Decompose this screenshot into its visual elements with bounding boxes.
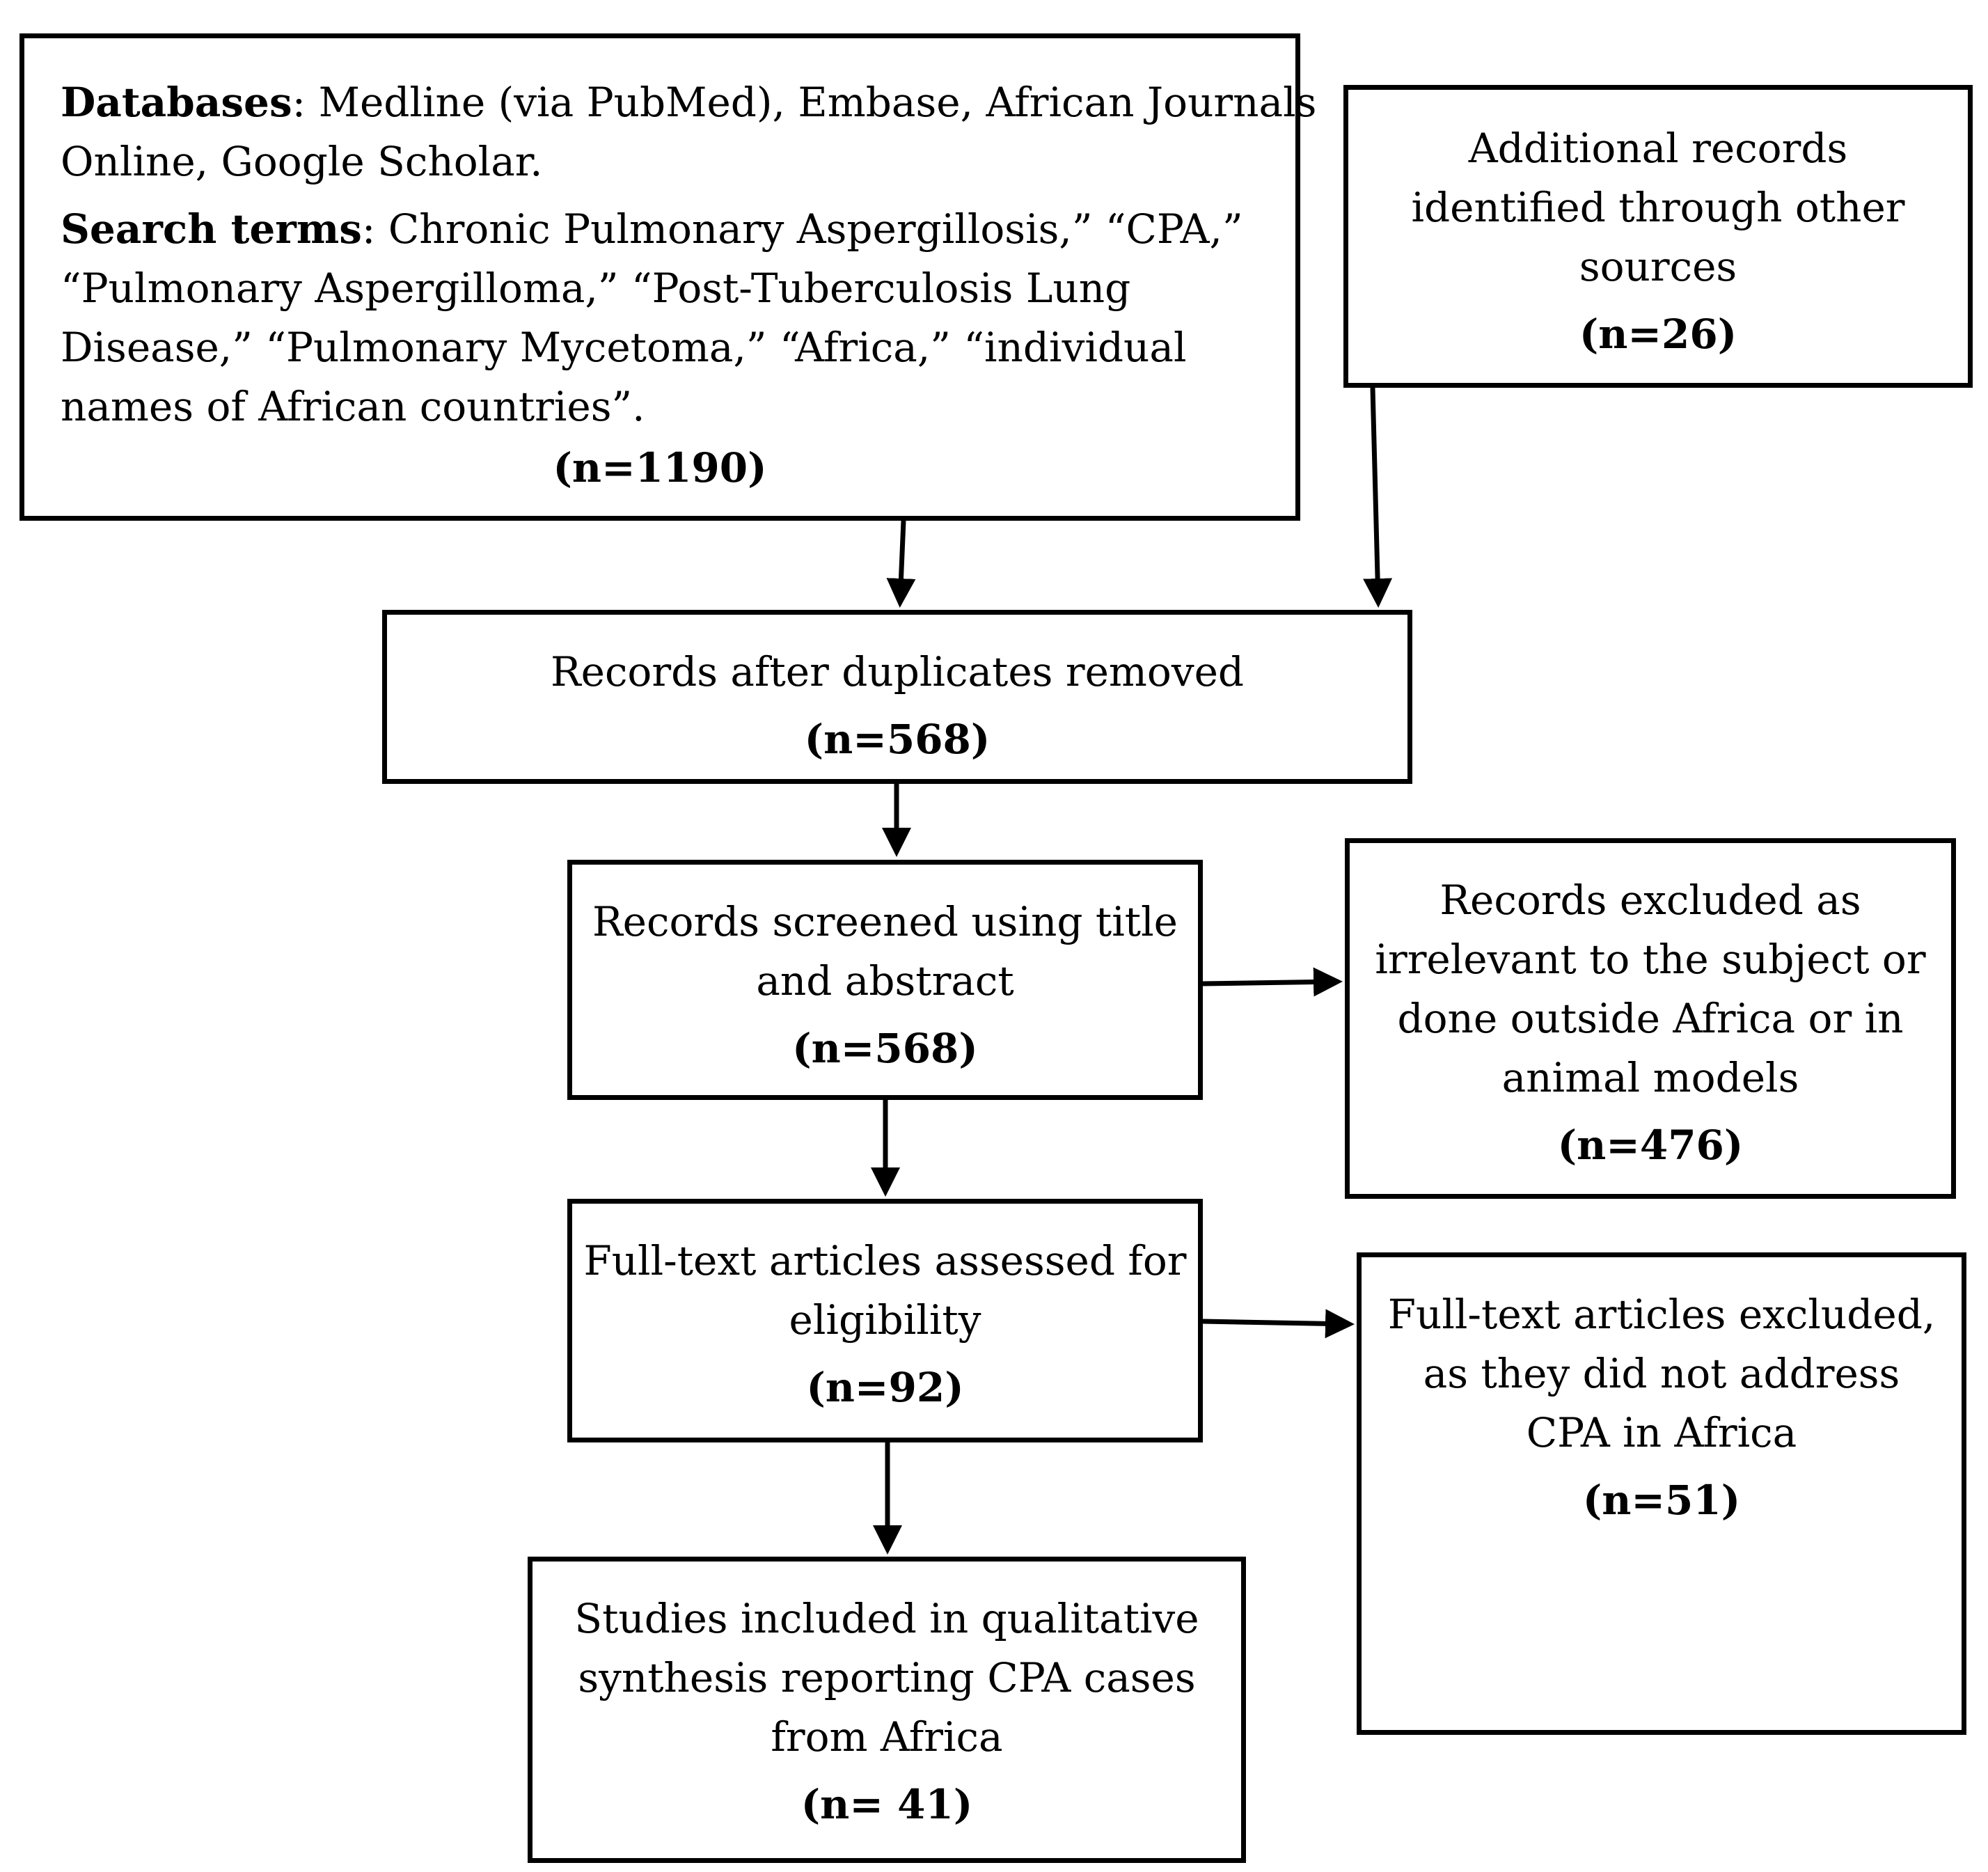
- additional-records-line-2: identified through other: [1411, 184, 1905, 231]
- studies-included-line-2: synthesis reporting CPA cases: [578, 1654, 1196, 1701]
- arrow-additional-to-duplicates: [1363, 387, 1393, 608]
- records-excluded-line-4: animal models: [1501, 1054, 1799, 1101]
- databases-count: (n=1190): [553, 444, 767, 491]
- additional-records-count: (n=26): [1579, 310, 1737, 358]
- full-text-assessed-line-1: Full-text articles assessed for: [583, 1237, 1187, 1284]
- studies-included-line-1: Studies included in qualitative: [574, 1595, 1199, 1642]
- databases-label: Databases: [61, 79, 292, 126]
- arrow-full-text-to-excluded: [1202, 1309, 1355, 1339]
- duplicates-removed-line-1: Records after duplicates removed: [550, 648, 1245, 695]
- search-terms-line-1: : Chronic Pulmonary Aspergillosis,” “CPA…: [361, 205, 1243, 253]
- duplicates-removed-box: Records after duplicates removed (n=568): [382, 610, 1412, 784]
- arrow-screened-to-excluded: [1202, 967, 1343, 997]
- studies-included-count: (n= 41): [800, 1781, 973, 1828]
- databases-line-2: Online, Google Scholar.: [61, 138, 543, 185]
- additional-records-box: Additional records identified through ot…: [1343, 85, 1973, 388]
- records-screened-count: (n=568): [792, 1025, 978, 1072]
- databases-box: Databases: Medline (via PubMed), Embase,…: [19, 33, 1316, 521]
- studies-included-line-3: from Africa: [771, 1713, 1003, 1761]
- databases-list: : Medline (via PubMed), Embase, African …: [292, 79, 1317, 126]
- full-text-excluded-line-3: CPA in Africa: [1526, 1409, 1797, 1456]
- records-screened-line-2: and abstract: [756, 957, 1014, 1005]
- search-terms-label: Search terms: [61, 205, 362, 253]
- full-text-excluded-box: Full-text articles excluded, as they did…: [1357, 1252, 1966, 1735]
- full-text-assessed-line-2: eligibility: [789, 1296, 981, 1344]
- additional-records-line-3: sources: [1579, 243, 1737, 290]
- search-terms-line-2: “Pulmonary Aspergilloma,” “Post-Tubercul…: [61, 265, 1131, 312]
- search-terms-text: Search terms: Chronic Pulmonary Aspergil…: [61, 200, 1316, 259]
- databases-text: Databases: Medline (via PubMed), Embase,…: [61, 73, 1316, 132]
- full-text-excluded-line-1: Full-text articles excluded,: [1387, 1291, 1936, 1338]
- studies-included-box: Studies included in qualitative synthesi…: [528, 1557, 1246, 1863]
- records-excluded-line-3: done outside Africa or in: [1397, 995, 1904, 1042]
- records-screened-box: Records screened using title and abstrac…: [567, 860, 1203, 1100]
- full-text-excluded-count: (n=51): [1582, 1477, 1741, 1524]
- records-excluded-count: (n=476): [1557, 1122, 1744, 1169]
- arrow-databases-to-duplicates: [886, 520, 916, 608]
- duplicates-removed-count: (n=568): [804, 716, 991, 763]
- records-excluded-box: Records excluded as irrelevant to the su…: [1345, 838, 1956, 1199]
- full-text-assessed-box: Full-text articles assessed for eligibil…: [567, 1199, 1203, 1442]
- records-screened-line-1: Records screened using title: [592, 898, 1178, 945]
- additional-records-line-1: Additional records: [1468, 125, 1848, 172]
- records-excluded-line-2: irrelevant to the subject or: [1375, 936, 1926, 983]
- search-terms-line-4: names of African countries”.: [61, 383, 645, 430]
- full-text-excluded-line-2: as they did not address: [1423, 1350, 1900, 1397]
- full-text-assessed-count: (n=92): [806, 1364, 964, 1411]
- search-terms-line-3: Disease,” “Pulmonary Mycetoma,” “Africa,…: [61, 324, 1187, 371]
- records-excluded-line-1: Records excluded as: [1439, 876, 1861, 924]
